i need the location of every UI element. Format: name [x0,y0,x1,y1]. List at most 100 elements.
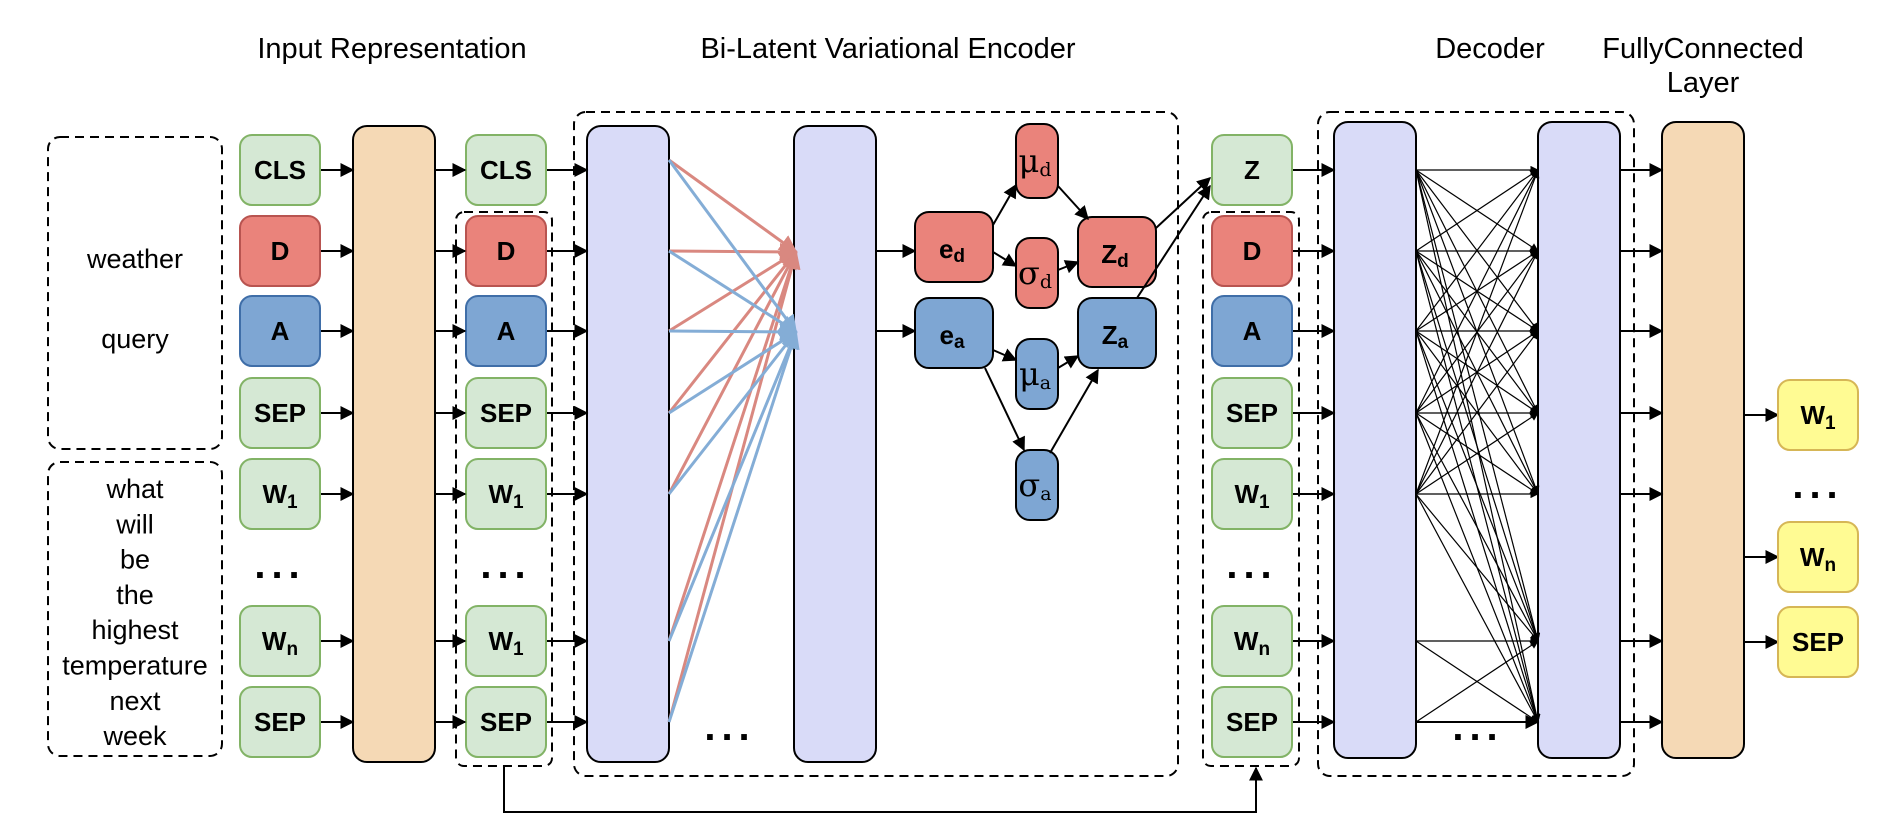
embedding-layer-bar [352,125,436,763]
token-label: SEP [254,398,306,428]
latent-symbol: Z [1101,239,1117,269]
decoder-arrow [1415,250,1539,495]
token-label: A [1243,316,1262,346]
latent-symbol: e [939,320,953,350]
token-subscript: n [1258,639,1270,660]
token-label: SEP [1792,627,1844,657]
decoder-arrow [1415,412,1539,495]
latent-e-a-label: ea [939,320,964,353]
latent-symbol: μ [1019,355,1040,393]
blue-attention-arrow [667,330,798,495]
token-text: SEP [1226,398,1278,428]
decoder-arrow [1415,330,1539,495]
token-text: W [1800,542,1825,572]
latent-symbol: μ [1019,142,1040,180]
latent-z-d-label: Zd [1101,239,1129,272]
latent-subscript: d [1117,251,1129,272]
token-subscript: 1 [513,639,524,660]
query-word: weather [86,244,183,274]
token-label: SEP [480,707,532,737]
token-subscript: 1 [513,492,524,513]
token-text: SEP [1226,707,1278,737]
token-label: CLS [480,155,532,185]
token-subscript: 1 [1259,492,1270,513]
token-box-cls [239,134,321,206]
za-to-z-arrow [1136,184,1211,299]
token-box-sep [239,377,321,449]
title-fc-line1: FullyConnected [1602,33,1804,65]
latent-sigma-a [1015,449,1059,521]
blue-attention-arrow [668,322,798,341]
token-text: SEP [1792,627,1844,657]
token-text: SEP [480,707,532,737]
latent-symbol: σ [1018,466,1040,504]
row-arrows [321,163,1336,729]
decoder-arrow [1415,169,1539,252]
blue-attention-arrow [667,330,800,723]
decoder-arrow [1415,412,1539,642]
token-text: CLS [480,155,532,185]
title-bi-latent-encoder: Bi-Latent Variational Encoder [700,33,1075,65]
decoder-arrow [1415,250,1540,642]
decoder-arrow [1415,169,1539,414]
sentence-text-box [47,461,223,757]
token-subscript: 1 [1825,413,1836,434]
token-box-w [1777,379,1859,451]
latent-sigma-d [1015,237,1059,309]
sentence-word: will [115,509,154,539]
query-text-box [47,136,223,450]
latent-subscript: a [1040,483,1051,505]
fully-connected-layer-bar [1661,121,1745,759]
decoder-attention-arrows [1415,165,1541,729]
token-text: CLS [254,155,306,185]
red-attention-arrow [667,250,800,642]
ellipsis: ... [1792,463,1843,507]
token-label: W1 [488,479,524,513]
encoder-dashed-box [573,111,1179,777]
token-box-w [239,458,321,530]
token-text: W [488,479,513,509]
blue-attention-arrow [668,330,798,415]
token-text: SEP [254,398,306,428]
encoder-attention-arrows [667,158,917,723]
mud-to-zd-arrow [1057,185,1089,221]
decoder-arrow [1415,169,1541,642]
token-label: D [271,236,290,266]
red-attention-arrow [668,242,798,261]
sigmad-to-zd-arrow [1057,260,1080,274]
title-input-representation: Input Representation [257,33,526,65]
sentence-word: week [102,721,167,751]
decoder-arrow [1415,640,1539,723]
token-text: D [1243,236,1262,266]
token-box-w [1777,521,1859,593]
latent-mu-a-label: μa [1019,355,1051,394]
decoder-arrow [1415,169,1540,495]
title-decoder: Decoder [1435,33,1545,65]
ea-to-sigmaa-arrow [984,367,1025,452]
token-label: D [497,236,516,266]
token-box-w [1211,458,1293,530]
decoder-layer-bar-2 [1537,121,1621,759]
token-label: W1 [488,626,524,660]
decoder-arrow [1415,493,1539,723]
token-box-d [1211,215,1293,287]
token-text: Z [1244,155,1260,185]
latent-symbol: σ [1018,254,1040,292]
token-label: Wn [262,626,298,660]
latent-subscript: a [954,332,965,353]
token-label: CLS [254,155,306,185]
ed-to-sigmad-arrow [992,251,1018,267]
column3-dashed-group [1202,211,1300,767]
sigmaa-to-za-arrow [1049,368,1099,454]
latent-subscript: d [1039,159,1051,181]
encoder-ellipsis: ... [704,705,755,749]
title-fc-line2: Layer [1667,67,1740,99]
token-label: Wn [1800,542,1836,576]
ellipsis: ... [480,543,531,587]
mua-to-za-arrow [1057,355,1080,369]
